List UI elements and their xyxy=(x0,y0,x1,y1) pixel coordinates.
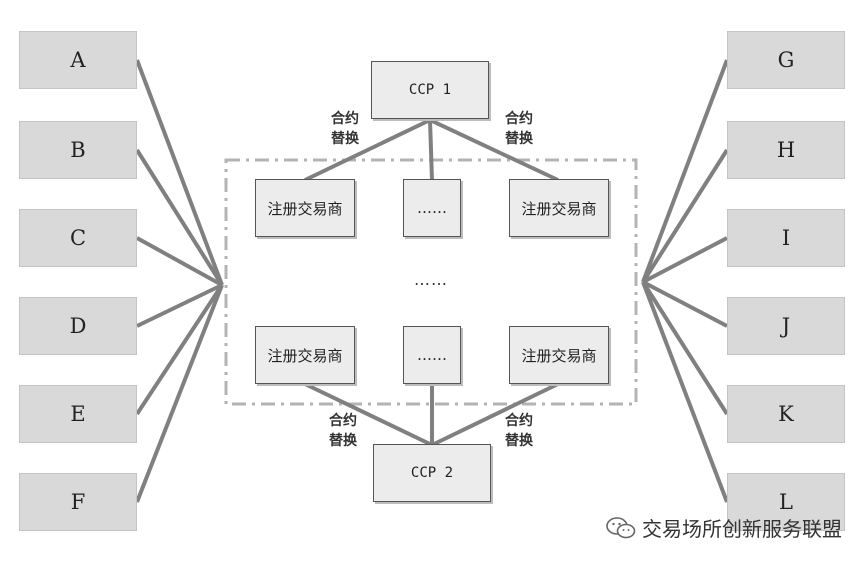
line-a xyxy=(135,59,224,286)
node-b: B xyxy=(19,121,137,179)
line-d xyxy=(136,283,223,328)
line-k xyxy=(641,280,729,416)
line-g xyxy=(641,59,729,283)
ccp1-connectors xyxy=(304,118,559,182)
substitution-label-bottom-left: 合约 替换 xyxy=(323,411,363,451)
ellipsis-box-top: …… xyxy=(403,179,461,237)
node-d: D xyxy=(19,297,137,355)
ccp1-to-ellipsis xyxy=(428,119,434,181)
node-c: C xyxy=(19,209,137,267)
left-fan-lines xyxy=(135,59,224,503)
ccp2-to-dealer-right xyxy=(431,382,559,447)
node-i: I xyxy=(727,209,845,267)
watermark: 交易场所创新服务联盟 xyxy=(606,513,842,542)
ccp2-to-dealer-left xyxy=(304,382,433,447)
line-i xyxy=(642,236,728,284)
ellipsis-box-bottom: …… xyxy=(403,326,461,384)
label-line-1: 合约 xyxy=(331,111,359,127)
label-line-2: 替换 xyxy=(329,433,357,449)
watermark-text: 交易场所创新服务联盟 xyxy=(642,517,842,541)
line-e xyxy=(135,283,224,416)
wechat-icon xyxy=(606,516,636,538)
dealer-box-bottom-right: 注册交易商 xyxy=(509,326,609,384)
right-fan-lines xyxy=(641,59,729,503)
node-j: J xyxy=(727,297,845,355)
label-line-2: 替换 xyxy=(331,131,359,147)
line-h xyxy=(641,148,729,284)
ccp-1-box: CCP 1 xyxy=(371,61,489,119)
node-h: H xyxy=(727,121,845,179)
dealer-box-bottom-left: 注册交易商 xyxy=(255,326,355,384)
ccp1-to-dealer-left xyxy=(304,118,431,182)
line-f xyxy=(135,284,224,503)
node-f: F xyxy=(19,473,137,531)
line-b xyxy=(135,148,224,287)
substitution-label-bottom-right: 合约 替换 xyxy=(499,411,539,451)
dealer-box-top-left: 注册交易商 xyxy=(255,179,355,237)
label-line-1: 合约 xyxy=(505,413,533,429)
label-line-1: 合约 xyxy=(505,111,533,127)
ccp-2-box: CCP 2 xyxy=(373,444,491,502)
substitution-label-top-right: 合约 替换 xyxy=(499,109,539,149)
node-e: E xyxy=(19,385,137,443)
node-a: A xyxy=(19,31,137,89)
label-line-2: 替换 xyxy=(505,433,533,449)
node-g: G xyxy=(727,31,845,89)
substitution-label-top-left: 合约 替换 xyxy=(325,109,365,149)
dealer-box-top-right: 注册交易商 xyxy=(509,179,609,237)
line-l xyxy=(641,281,729,503)
label-line-2: 替换 xyxy=(505,131,533,147)
ccp2-connectors xyxy=(304,382,559,447)
label-line-1: 合约 xyxy=(329,413,357,429)
line-c xyxy=(136,236,223,287)
middle-ellipsis: …… xyxy=(414,270,448,289)
ccp1-to-dealer-right xyxy=(429,118,559,182)
line-j xyxy=(642,280,728,328)
node-k: K xyxy=(727,385,845,443)
node-l: L xyxy=(727,473,845,531)
